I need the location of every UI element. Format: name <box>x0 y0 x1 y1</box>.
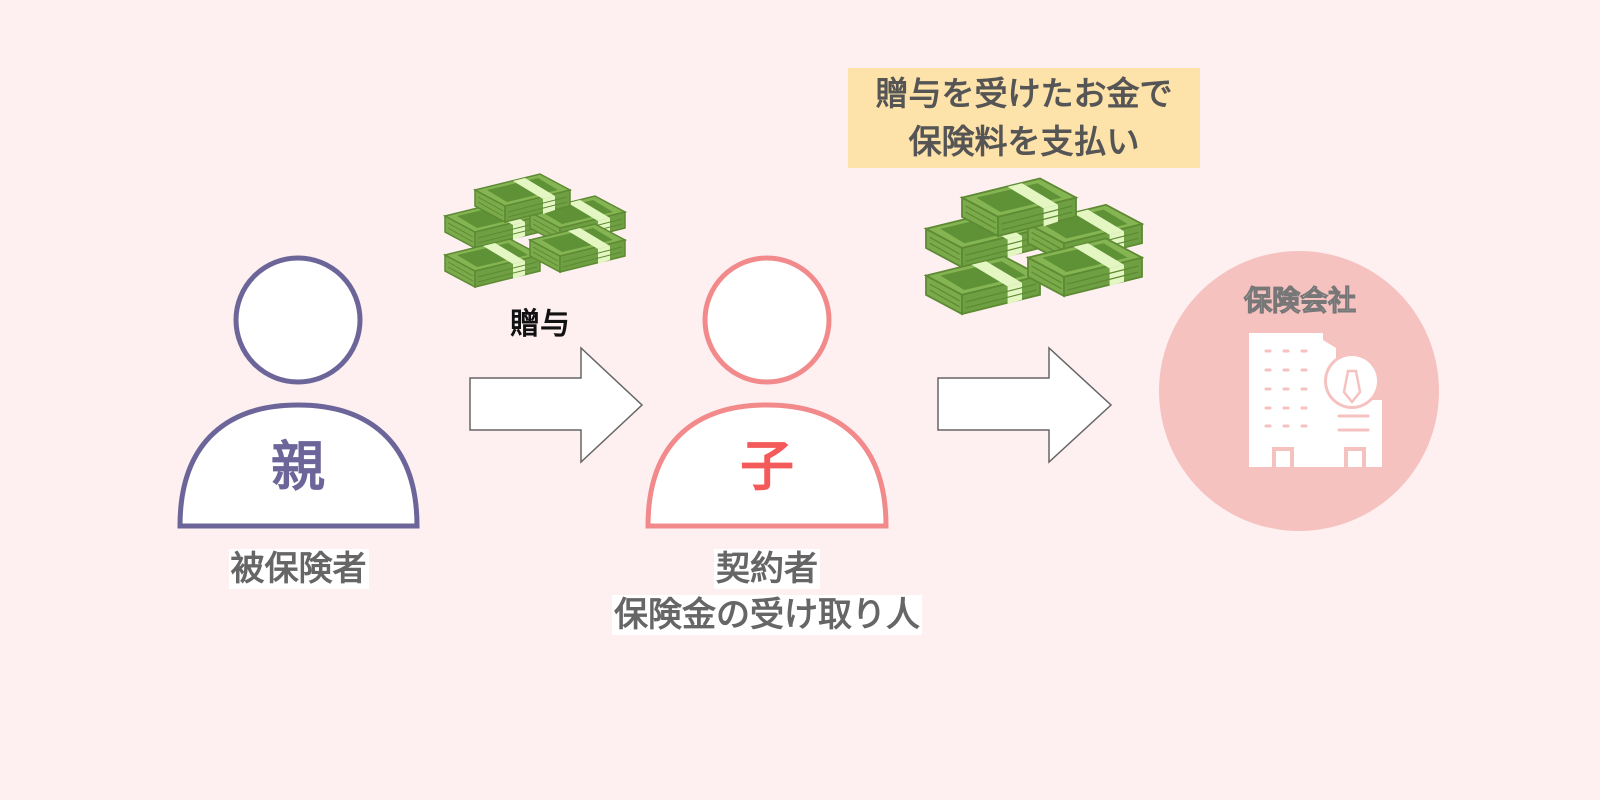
parent-glyph: 親 <box>271 435 325 498</box>
child-glyph: 子 <box>740 435 794 498</box>
child-role-beneficiary: 保険金の受け取り人 <box>612 595 922 635</box>
child-figure <box>645 255 889 529</box>
money-stack-icon <box>926 178 1142 314</box>
child-role-contractor: 契約者 <box>714 549 820 589</box>
child-label: 契約者 保険金の受け取り人 <box>567 546 967 638</box>
payment-note: 贈与を受けたお金で 保険料を支払い <box>848 68 1200 168</box>
office-building-icon <box>1249 333 1382 467</box>
company-label: 保険会社 <box>1244 284 1356 317</box>
parent-label: 被保険者 <box>228 549 369 589</box>
gift-label: 贈与 <box>510 307 570 342</box>
money-stack-icon <box>445 174 625 287</box>
arrow-right-icon <box>937 346 1113 464</box>
parent-figure <box>177 255 420 529</box>
arrow-right-icon <box>469 346 644 464</box>
